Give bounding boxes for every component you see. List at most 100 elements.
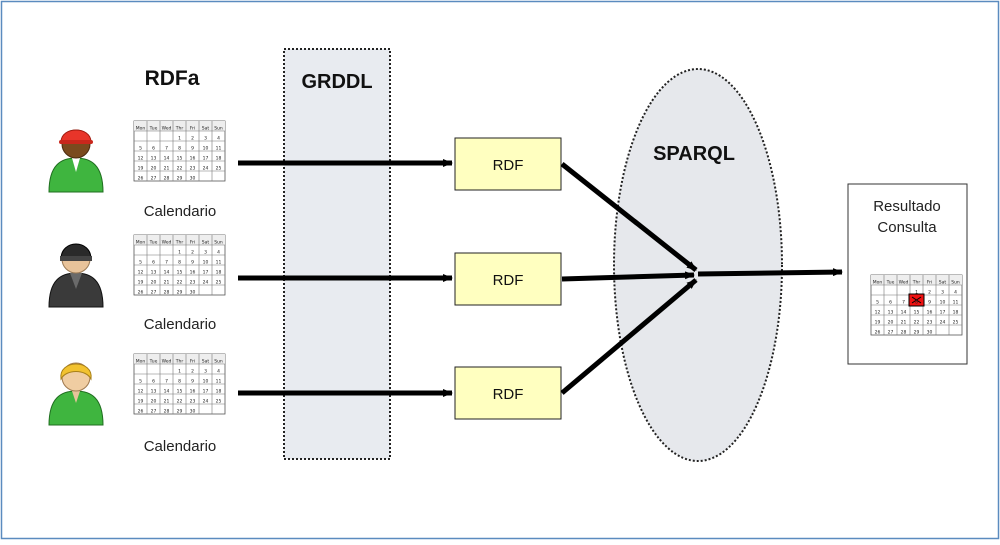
- calendar-day-cell: 25: [216, 166, 222, 172]
- calendar-day-cell: 23: [927, 320, 933, 326]
- calendar-header-cell: Fri: [927, 280, 932, 286]
- sparql-ellipse: [613, 68, 783, 462]
- calendar-day-cell: 29: [177, 290, 183, 296]
- calendar-header-cell: Sat: [939, 280, 947, 286]
- calendar-day-cell: 28: [164, 290, 170, 296]
- calendar-day-cell: 20: [151, 280, 157, 286]
- rdf-box-3: [454, 366, 562, 420]
- calendar-header-cell: Wed: [162, 126, 172, 132]
- user-red-cap-icon: [48, 129, 104, 193]
- calendar-day-cell: 4: [217, 369, 220, 375]
- calendar-day-cell: 19: [138, 166, 144, 172]
- calendar-day-cell: 3: [941, 290, 944, 296]
- calendar-day-cell: 26: [138, 290, 144, 296]
- calendar-day-cell: 12: [138, 270, 144, 276]
- user-blond-icon: [48, 362, 104, 426]
- calendar-day-cell: 1: [915, 290, 918, 296]
- calendar-day-cell: 22: [177, 280, 183, 286]
- calendar-day-cell: 17: [940, 310, 946, 316]
- calendar-day-cell: 20: [888, 320, 894, 326]
- calendar-day-cell: 10: [203, 146, 209, 152]
- calendar-day-cell: 26: [138, 409, 144, 415]
- calendar-day-cell: 27: [151, 409, 157, 415]
- calendar-day-cell: 5: [876, 300, 879, 306]
- calendar-day-cell: 20: [151, 166, 157, 172]
- calendar-day-cell: 27: [151, 290, 157, 296]
- calendar-label-3: Calendario: [144, 438, 217, 455]
- calendar-day-cell: 3: [204, 369, 207, 375]
- calendar-day-cell: 9: [191, 146, 194, 152]
- calendar-day-cell: 22: [177, 166, 183, 172]
- calendar-day-cell: 4: [954, 290, 957, 296]
- calendar-header-cell: Mon: [873, 280, 883, 286]
- calendar-day-cell: 30: [190, 409, 196, 415]
- calendar-day-cell: 30: [927, 330, 933, 336]
- calendar-day-cell: 26: [138, 176, 144, 182]
- calendar-day-cell: 9: [191, 260, 194, 266]
- calendar-day-cell: 17: [203, 389, 209, 395]
- calendar-day-cell: 24: [203, 166, 209, 172]
- calendar-day-cell: 4: [217, 136, 220, 142]
- calendar-day-cell: 14: [164, 270, 170, 276]
- calendar-header-cell: Sun: [951, 280, 960, 286]
- calendar-day-cell: 5: [139, 379, 142, 385]
- calendar-day-cell: 13: [151, 389, 157, 395]
- rdf-label-1: RDF: [493, 157, 524, 174]
- calendar-day-cell: 11: [216, 379, 222, 385]
- calendar-day-cell: 23: [190, 280, 196, 286]
- calendar-day-cell: 22: [177, 399, 183, 405]
- calendar-header-cell: Wed: [899, 280, 909, 286]
- calendar-day-cell: 8: [178, 260, 181, 266]
- calendar-day-cell: 6: [152, 146, 155, 152]
- calendar-day-cell: 29: [177, 176, 183, 182]
- rdf-box-2: [454, 252, 562, 306]
- calendar-day-cell: 4: [217, 250, 220, 256]
- calendar-day-cell: 16: [190, 389, 196, 395]
- calendar-day-cell: 12: [138, 156, 144, 162]
- calendar-header-cell: Fri: [190, 126, 195, 132]
- calendar-day-cell: 5: [139, 146, 142, 152]
- calendar-day-cell: 7: [165, 260, 168, 266]
- calendar-day-cell: 9: [191, 379, 194, 385]
- calendar-day-cell: 28: [901, 330, 907, 336]
- calendar-day-cell: 15: [177, 156, 183, 162]
- calendar-day-cell: 10: [203, 260, 209, 266]
- calendar-highlight-mark: [911, 296, 922, 304]
- calendar-day-cell: 11: [953, 300, 959, 306]
- arrow-sparql-to-result: [697, 268, 843, 277]
- calendar-label-1: Calendario: [144, 203, 217, 220]
- calendar-day-cell: 14: [164, 156, 170, 162]
- calendar-day-cell: 12: [138, 389, 144, 395]
- calendar-day-cell: 2: [191, 369, 194, 375]
- calendar-day-cell: 16: [927, 310, 933, 316]
- calendar-day-cell: 3: [204, 250, 207, 256]
- calendar-header-cell: Sat: [202, 126, 210, 132]
- calendar-day-cell: 6: [152, 379, 155, 385]
- calendar-day-cell: 19: [138, 399, 144, 405]
- calendar-day-cell: 21: [164, 399, 170, 405]
- calendar-day-cell: 24: [203, 280, 209, 286]
- calendar-day-cell: 13: [888, 310, 894, 316]
- calendar-day-cell: 20: [151, 399, 157, 405]
- calendar-day-cell: 7: [902, 300, 905, 306]
- calendar-header-cell: Fri: [190, 359, 195, 365]
- calendar-header-cell: Tue: [149, 240, 158, 246]
- calendar-day-cell: 15: [177, 389, 183, 395]
- calendar-day-cell: 19: [875, 320, 881, 326]
- calendar-day-cell: 25: [953, 320, 959, 326]
- calendar-day-cell: 10: [940, 300, 946, 306]
- calendar-header-band: [134, 235, 225, 245]
- calendar-day-cell: 18: [953, 310, 959, 316]
- calendar-day-cell: 22: [914, 320, 920, 326]
- calendar-day-cell: 10: [203, 379, 209, 385]
- calendar-header-cell: Sun: [214, 359, 223, 365]
- calendar-day-cell: 27: [151, 176, 157, 182]
- calendar-label-2: Calendario: [144, 316, 217, 333]
- calendar-day-cell: 23: [190, 399, 196, 405]
- calendar-header-cell: Sun: [214, 240, 223, 246]
- calendar-header-band: [871, 275, 962, 285]
- calendar-header-cell: Mon: [136, 359, 146, 365]
